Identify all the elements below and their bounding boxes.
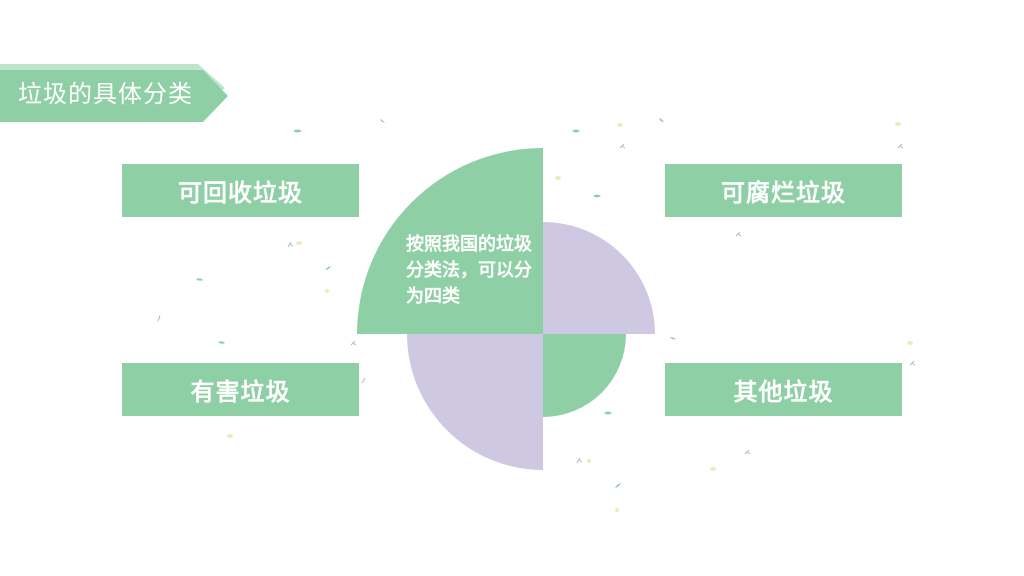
title-banner-shape xyxy=(0,64,228,122)
quadrant-top-left xyxy=(357,148,543,334)
quadrant-bottom-left xyxy=(407,334,543,470)
category-hazardous: 有害垃圾 xyxy=(122,363,359,416)
petal-icon xyxy=(227,122,913,512)
category-compostable: 可腐烂垃圾 xyxy=(665,164,902,217)
leaf-icon xyxy=(157,118,676,488)
sprig-icon xyxy=(228,143,916,464)
category-other: 其他垃圾 xyxy=(665,363,902,416)
title-banner xyxy=(0,64,230,122)
quadrant-bottom-right xyxy=(543,334,626,417)
quadrant-top-right xyxy=(543,222,655,334)
page-title: 垃圾的具体分类 xyxy=(18,80,193,108)
center-description: 按照我国的垃圾分类法，可以分为四类 xyxy=(406,234,532,307)
category-recyclable: 可回收垃圾 xyxy=(122,164,359,217)
